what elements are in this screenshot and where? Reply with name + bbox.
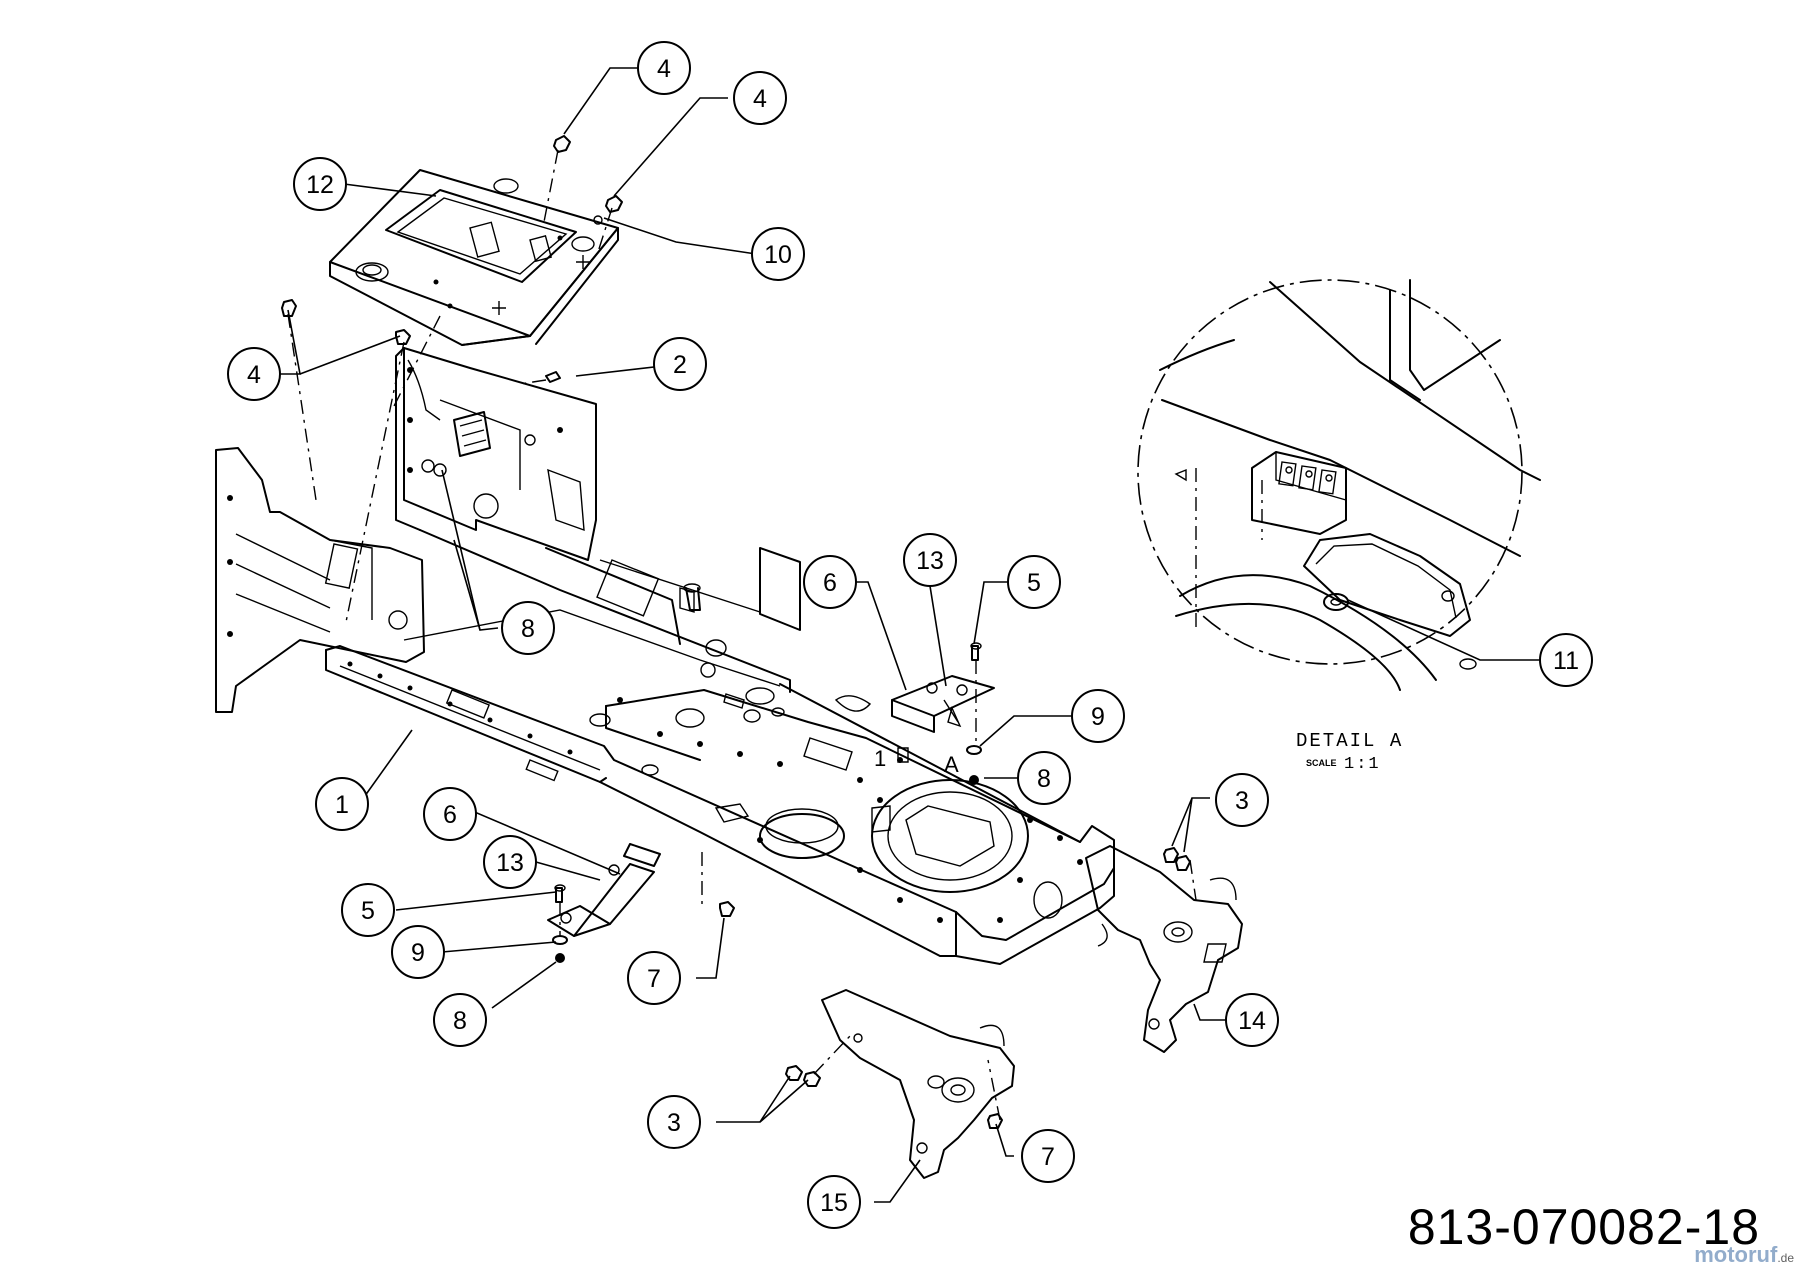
drawing-number: 813-070082-18	[1407, 1199, 1760, 1255]
callout-4-left[interactable]: 4	[227, 347, 281, 401]
svg-text:5: 5	[361, 897, 375, 925]
callout-12[interactable]: 12	[293, 157, 347, 211]
callout-7-center[interactable]: 7	[627, 951, 681, 1005]
callout-13-lower[interactable]: 13	[483, 835, 537, 889]
svg-text:14: 14	[1238, 1007, 1266, 1035]
callout-6-lower[interactable]: 6	[423, 787, 477, 841]
callout-5-upper[interactable]: 5	[1007, 555, 1061, 609]
callout-13-upper[interactable]: 13	[903, 533, 957, 587]
detail-a-view: DETAIL A SCALE 1:1	[1137, 279, 1541, 774]
svg-text:15: 15	[820, 1189, 848, 1217]
fastener-hardware	[281, 135, 1191, 1129]
detail-scale-value: 1:1	[1344, 755, 1381, 774]
svg-text:4: 4	[247, 361, 261, 389]
svg-text:13: 13	[916, 547, 944, 575]
seat-plate-part	[329, 169, 619, 346]
callout-8-upper[interactable]: 8	[501, 601, 555, 655]
callout-11[interactable]: 11	[1539, 633, 1593, 687]
detail-title: DETAIL A	[1296, 730, 1403, 752]
detail-view-marker: A 1	[874, 699, 962, 777]
svg-text:8: 8	[521, 615, 535, 643]
callout-7-bottom[interactable]: 7	[1021, 1129, 1075, 1183]
svg-text:9: 9	[411, 939, 425, 967]
svg-text:13: 13	[496, 849, 524, 877]
watermark-logo: motoruf.de	[1694, 1242, 1794, 1268]
detail-scale-label: SCALE	[1306, 758, 1337, 768]
bracket-part-upper	[891, 675, 995, 733]
svg-text:6: 6	[823, 569, 837, 597]
view-letter: A	[944, 752, 959, 777]
main-frame-part	[325, 529, 1115, 965]
svg-text:4: 4	[657, 55, 671, 83]
svg-text:8: 8	[1037, 765, 1051, 793]
callout-8-middle[interactable]: 8	[1017, 751, 1071, 805]
leader-lines	[256, 67, 1540, 1203]
watermark-tld: .de	[1777, 1251, 1794, 1265]
seat-switch-part	[407, 359, 491, 477]
callout-5-lower[interactable]: 5	[341, 883, 395, 937]
callout-15[interactable]: 15	[807, 1175, 861, 1229]
bracket-part-lower	[547, 843, 661, 937]
svg-text:4: 4	[753, 85, 767, 113]
callout-10[interactable]: 10	[751, 227, 805, 281]
callout-1[interactable]: 1	[315, 777, 369, 831]
watermark-text: motoruf	[1694, 1242, 1778, 1267]
callout-2[interactable]: 2	[653, 337, 707, 391]
callout-3-right[interactable]: 3	[1215, 773, 1269, 827]
svg-text:7: 7	[647, 965, 661, 993]
assembly-centerlines	[287, 149, 1197, 1121]
rear-upright-panel	[395, 347, 597, 561]
callout-9-upper[interactable]: 9	[1071, 689, 1125, 743]
svg-text:11: 11	[1553, 647, 1579, 675]
svg-text:8: 8	[453, 1007, 467, 1035]
svg-text:9: 9	[1091, 703, 1105, 731]
callout-6-upper[interactable]: 6	[803, 555, 857, 609]
svg-text:6: 6	[443, 801, 457, 829]
svg-text:1: 1	[335, 791, 349, 819]
callout-14[interactable]: 14	[1225, 993, 1279, 1047]
svg-text:3: 3	[667, 1109, 681, 1137]
view-marker-number: 1	[874, 746, 886, 771]
svg-text:2: 2	[673, 351, 687, 379]
svg-text:5: 5	[1027, 569, 1041, 597]
right-axle-bracket-part	[1085, 845, 1243, 1053]
left-axle-bracket-part	[821, 989, 1015, 1179]
svg-text:10: 10	[764, 241, 792, 269]
svg-text:3: 3	[1235, 787, 1249, 815]
callout-4-upper-right[interactable]: 4	[733, 71, 787, 125]
callout-3-bottom[interactable]: 3	[647, 1095, 701, 1149]
svg-text:12: 12	[306, 171, 334, 199]
callout-4-top[interactable]: 4	[637, 41, 691, 95]
callout-8-lower[interactable]: 8	[433, 993, 487, 1047]
callout-9-lower[interactable]: 9	[391, 925, 445, 979]
left-side-panel	[215, 447, 425, 713]
svg-text:7: 7	[1041, 1143, 1055, 1171]
